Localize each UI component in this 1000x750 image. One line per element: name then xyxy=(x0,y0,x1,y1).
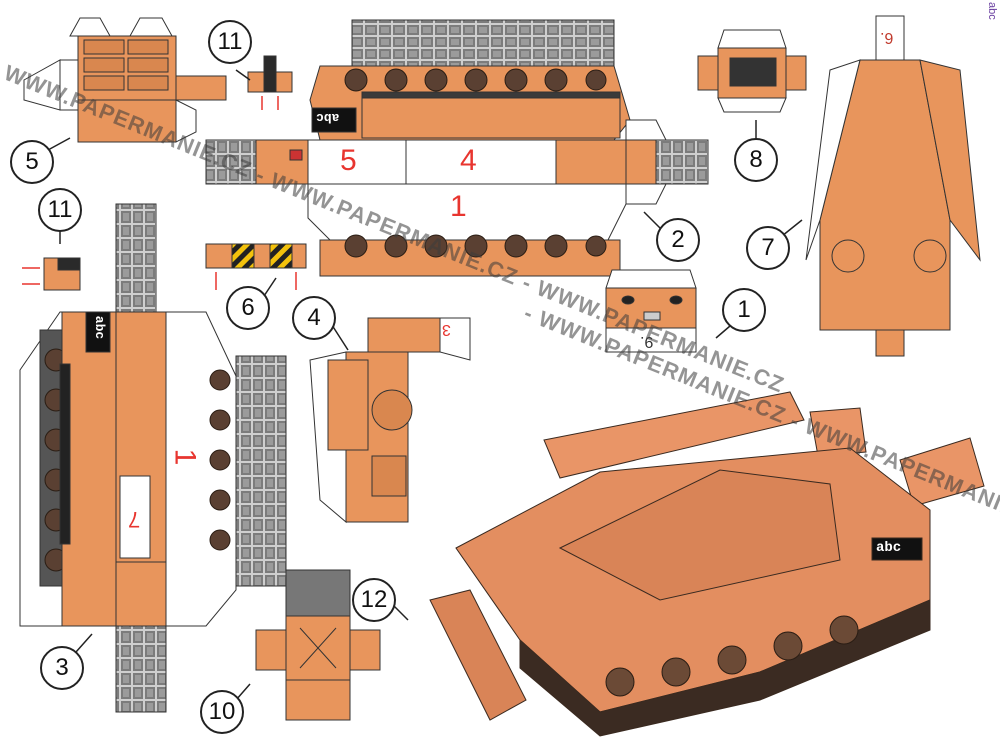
part-1-small-net xyxy=(605,269,697,353)
part-number-12: 12 xyxy=(352,578,396,622)
part-number-6: 6 xyxy=(226,286,270,330)
hull-label-7: 7 xyxy=(128,507,141,532)
part-number-10: 10 xyxy=(200,690,244,734)
part-11-top-net xyxy=(247,55,293,93)
part-11-left-net xyxy=(43,257,81,291)
panel-label-4: 4 xyxy=(460,144,477,177)
part-number-4: 4 xyxy=(292,296,336,340)
part-number-8: 8 xyxy=(734,138,778,182)
panel-label-6: 6. xyxy=(880,29,894,46)
part-number-5: 5 xyxy=(10,140,54,184)
panel-label-1: 1 xyxy=(450,190,467,223)
assembly-arrows xyxy=(22,96,297,290)
hull-badge-abc: abc xyxy=(316,110,340,125)
model-badge-abc: abc xyxy=(876,540,902,556)
side-badge-abc: abc xyxy=(92,315,108,340)
assembled-model xyxy=(429,391,985,737)
part-number-11-top: 11 xyxy=(208,20,252,64)
panel-label-3: 3 xyxy=(442,321,451,338)
main-hull-net xyxy=(205,19,709,277)
part-4-net xyxy=(309,317,471,524)
part-10-net xyxy=(255,569,381,721)
part-6-net xyxy=(205,243,307,269)
publisher-logo: abc xyxy=(986,2,998,20)
part-number-1: 1 xyxy=(722,288,766,332)
part-number-11-left: 11 xyxy=(38,188,82,232)
part-5-net xyxy=(23,17,227,143)
part-number-2: 2 xyxy=(656,218,700,262)
hull-label-1: 1 xyxy=(168,448,202,466)
panel-label-5: 5 xyxy=(340,144,357,177)
part-7-net xyxy=(805,15,981,357)
part-8-net xyxy=(697,29,807,113)
part-number-7: 7 xyxy=(746,226,790,270)
part-number-3: 3 xyxy=(40,646,84,690)
part-3-hull-net xyxy=(19,203,287,713)
